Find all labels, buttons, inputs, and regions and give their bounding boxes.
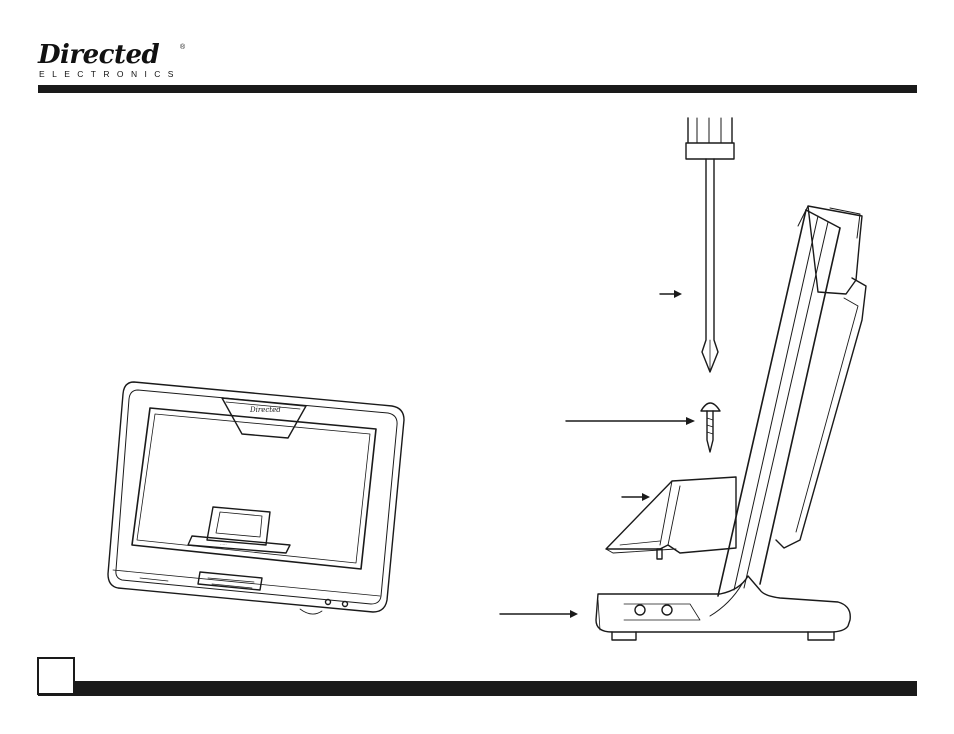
front-screen — [132, 408, 376, 569]
svg-text:·····: ····· — [220, 542, 227, 547]
front-inner-bevel — [116, 390, 397, 604]
screwdriver-icon — [686, 118, 734, 372]
dock-bracket — [606, 477, 736, 559]
base-unit — [596, 206, 866, 640]
screw-icon — [701, 403, 720, 452]
svg-text:Directed: Directed — [249, 406, 281, 414]
footer-rule — [38, 681, 917, 696]
callout-arrows — [500, 290, 695, 618]
front-dock-cradle — [207, 507, 270, 545]
page-number-box — [37, 657, 75, 695]
side-view-illustration — [500, 118, 866, 640]
front-view-illustration: Directed ····· — [108, 382, 404, 614]
